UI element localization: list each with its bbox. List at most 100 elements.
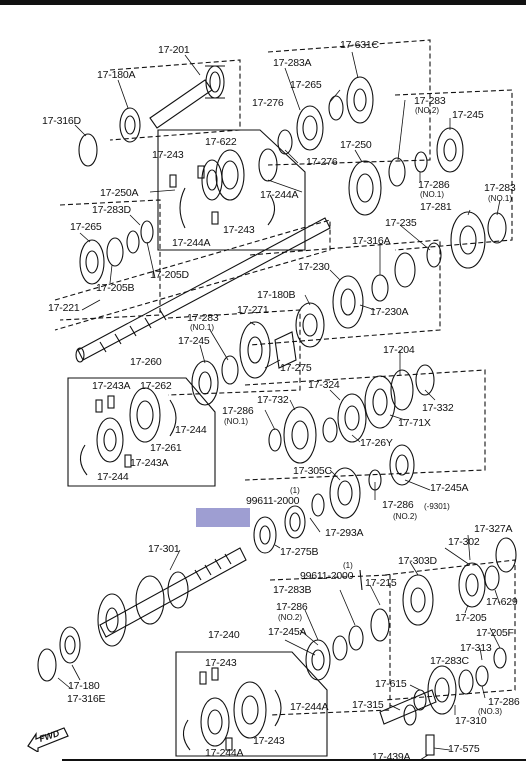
part-label[interactable]: 17-204 [383, 344, 415, 356]
part-label[interactable]: 17-286 [276, 601, 308, 613]
part-label[interactable]: 17-265 [70, 221, 102, 233]
part-label[interactable]: 17-244A [205, 747, 244, 759]
part-label[interactable]: 17-262 [140, 380, 172, 392]
part-label[interactable]: 17-271 [237, 304, 269, 316]
leader-lines [57, 51, 501, 761]
part-sublabel: (1) [290, 486, 300, 495]
forward-direction-arrow: FWD [26, 724, 70, 754]
part-label[interactable]: 17-276 [306, 156, 338, 168]
part-sublabel: (-9301) [424, 502, 450, 511]
part-label[interactable]: 17-243 [152, 149, 184, 161]
part-label[interactable]: 17-622 [205, 136, 237, 148]
part-label[interactable]: 17-281 [420, 201, 452, 213]
part-sublabel: (NO.2) [393, 512, 417, 521]
part-label[interactable]: 17-245 [452, 109, 484, 121]
part-label[interactable]: 17-205 [455, 612, 487, 624]
part-label[interactable]: 17-324 [308, 379, 340, 391]
synchro-box-middle [67, 377, 216, 487]
part-label[interactable]: 17-243 [223, 224, 255, 236]
part-label[interactable]: 17-230 [298, 261, 330, 273]
part-label[interactable]: 17-244A [290, 701, 329, 713]
part-label[interactable]: 17-283C [430, 655, 469, 667]
part-label[interactable]: 17-240 [208, 629, 240, 641]
part-label[interactable]: 17-283 [484, 182, 516, 194]
part-label[interactable]: 17-316D [42, 115, 81, 127]
part-label[interactable]: 17-243A [130, 457, 169, 469]
part-label[interactable]: 17-275B [280, 546, 319, 558]
part-label[interactable]: 17-631C [340, 39, 379, 51]
part-label[interactable]: 17-313 [460, 642, 492, 654]
part-label[interactable]: 17-180B [257, 289, 296, 301]
part-label[interactable]: 17-316E [67, 693, 106, 705]
part-label[interactable]: 17-205D [150, 269, 189, 281]
part-label[interactable]: 17-439A [372, 751, 411, 763]
synchro-box-upper [157, 129, 306, 251]
part-label[interactable]: 17-286 [222, 405, 254, 417]
part-label[interactable]: 17-316A [352, 235, 391, 247]
part-label[interactable]: 17-235 [385, 217, 417, 229]
part-label[interactable]: 17-629 [486, 596, 518, 608]
part-label[interactable]: 17-245 [178, 335, 210, 347]
part-label[interactable]: 17-286 [382, 499, 414, 511]
part-label[interactable]: 17-286 [418, 179, 450, 191]
part-label[interactable]: 17-283D [92, 204, 131, 216]
part-sublabel: (NO.1) [224, 417, 248, 426]
part-label[interactable]: 17-180 [68, 680, 100, 692]
part-label[interactable]: 17-293A [325, 527, 364, 539]
synchro-box-lower [175, 651, 328, 757]
part-label[interactable]: 17-244A [260, 189, 299, 201]
part-label[interactable]: 17-260 [130, 356, 162, 368]
part-label[interactable]: 17-327A [474, 523, 513, 535]
part-label[interactable]: 17-180A [97, 69, 136, 81]
part-label[interactable]: 17-275 [280, 362, 312, 374]
part-label[interactable]: 99611-2000 [246, 495, 300, 507]
part-label[interactable]: 17-221 [48, 302, 80, 314]
input-shaft [149, 65, 225, 129]
lower-synchro [182, 667, 282, 751]
part-label[interactable]: 17-276 [252, 97, 284, 109]
counter-shaft [97, 547, 247, 647]
part-label[interactable]: 17-283 [414, 95, 446, 107]
part-label[interactable]: 17-283A [273, 57, 312, 69]
part-label[interactable]: 17-303D [398, 555, 437, 567]
part-label[interactable]: 17-245A [268, 626, 307, 638]
part-label[interactable]: 17-265 [290, 79, 322, 91]
highlighted-part-callout[interactable] [196, 508, 250, 527]
part-label[interactable]: 17-205F [476, 627, 514, 639]
part-label[interactable]: 17-215 [365, 577, 397, 589]
part-label[interactable]: 17-615 [375, 678, 407, 690]
part-label[interactable]: 17-286 [488, 696, 520, 708]
part-label[interactable]: 17-201 [158, 44, 190, 56]
top-border [0, 0, 526, 5]
part-label[interactable]: 17-245A [430, 482, 469, 494]
part-label[interactable]: 17-205B [96, 282, 135, 294]
part-label[interactable]: 17-26Y [360, 437, 393, 449]
part-label[interactable]: 17-230A [370, 306, 409, 318]
part-label[interactable]: 17-244A [172, 237, 211, 249]
part-label[interactable]: 17-301 [148, 543, 180, 555]
part-label[interactable]: 17-250A [100, 187, 139, 199]
part-label[interactable]: 17-244 [97, 471, 129, 483]
part-sublabel: (NO.3) [478, 707, 502, 716]
upper-synchro [169, 148, 278, 229]
part-label[interactable]: 17-261 [150, 442, 182, 454]
part-label[interactable]: 17-575 [448, 743, 480, 755]
group-outlines [54, 39, 516, 716]
part-label[interactable]: 17-310 [455, 715, 487, 727]
part-label[interactable]: 17-71X [398, 417, 431, 429]
part-label[interactable]: 17-283B [273, 584, 312, 596]
part-label[interactable]: 17-305C [293, 465, 332, 477]
part-label[interactable]: 17-243 [205, 657, 237, 669]
part-label[interactable]: 17-244 [175, 424, 207, 436]
part-sublabel: (1) [343, 561, 353, 570]
part-label[interactable]: 17-302 [448, 536, 480, 548]
part-label[interactable]: 17-315 [352, 699, 384, 711]
part-sublabel: (NO.1) [488, 194, 512, 203]
part-label[interactable]: 17-243A [92, 380, 131, 392]
part-label[interactable]: 17-332 [422, 402, 454, 414]
part-label[interactable]: 17-732 [257, 394, 289, 406]
part-label[interactable]: 17-283 [187, 312, 219, 324]
part-label[interactable]: 99611-2000 [300, 570, 354, 582]
part-label[interactable]: 17-243 [253, 735, 285, 747]
part-label[interactable]: 17-250 [340, 139, 372, 151]
